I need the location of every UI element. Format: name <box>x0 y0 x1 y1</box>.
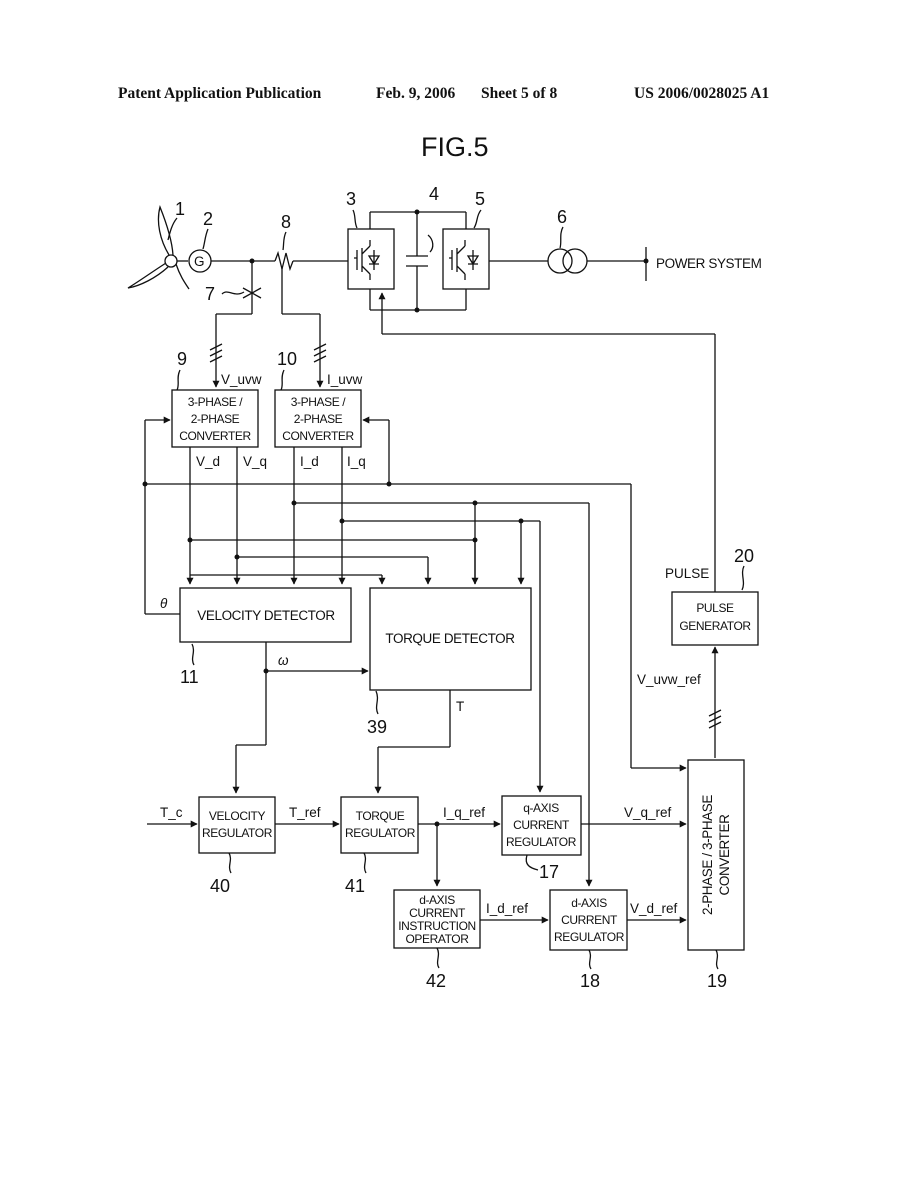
converter-10-line-2: 2-PHASE <box>294 412 343 426</box>
d-instruction-line-4: OPERATOR <box>405 932 469 946</box>
signal-theta: θ <box>160 596 168 611</box>
two-to-three-phase-converter: 2-PHASE / 3-PHASE CONVERTER <box>687 759 745 951</box>
torque-detector: TORQUE DETECTOR <box>369 587 532 691</box>
header-date: Feb. 9, 2006 <box>376 85 455 102</box>
ref-2: 2 <box>203 209 213 229</box>
signal-v-d-ref: V_d_ref <box>630 901 678 916</box>
signal-v-uvw-ref: V_uvw_ref <box>637 672 701 687</box>
converter-10-line-3: CONVERTER <box>282 429 354 443</box>
signal-i-uvw: I_uvw <box>327 372 363 387</box>
signal-v-q: V_q <box>243 454 267 469</box>
signal-t-ref: T_ref <box>289 805 321 820</box>
power-path: G <box>127 204 762 592</box>
current-sensor-icon <box>274 250 294 272</box>
pulse-generator-line-1: PULSE <box>696 601 734 615</box>
figure-title: FIG.5 <box>421 132 489 162</box>
d-axis-line-2: CURRENT <box>561 913 618 927</box>
signal-t: T <box>456 699 464 714</box>
generator-symbol: G <box>194 254 205 269</box>
grid-side-converter <box>442 228 490 290</box>
velocity-detector: VELOCITY DETECTOR <box>179 587 352 643</box>
d-instruction-line-1: d-AXIS <box>419 893 455 907</box>
signal-v-uvw: V_uvw <box>221 372 262 387</box>
ref-20: 20 <box>734 546 754 566</box>
d-axis-line-3: REGULATOR <box>554 930 625 944</box>
ref-11: 11 <box>180 667 199 687</box>
d-instruction-line-3: INSTRUCTION <box>398 919 476 933</box>
signal-v-d: V_d <box>196 454 220 469</box>
d-axis-line-1: d-AXIS <box>571 896 607 910</box>
q-axis-current-regulator: q-AXIS CURRENT REGULATOR <box>501 795 582 856</box>
d-axis-current-instruction-operator: d-AXIS CURRENT INSTRUCTION OPERATOR <box>393 889 481 949</box>
signal-pulse: PULSE <box>665 566 709 581</box>
signal-i-q-ref: I_q_ref <box>443 805 485 820</box>
velocity-regulator-line-1: VELOCITY <box>209 809 266 823</box>
ref-9: 9 <box>177 349 187 369</box>
converter-9: 3-PHASE / 2-PHASE CONVERTER <box>171 389 259 448</box>
torque-regulator: TORQUE REGULATOR <box>340 796 419 854</box>
torque-regulator-line-1: TORQUE <box>356 809 405 823</box>
ref-42: 42 <box>426 971 446 991</box>
pulse-generator: PULSE GENERATOR <box>671 591 759 646</box>
signal-omega: ω <box>278 653 289 668</box>
power-system-label: POWER SYSTEM <box>656 256 762 271</box>
ref-40: 40 <box>210 876 230 896</box>
ref-17: 17 <box>539 862 559 882</box>
signal-i-d: I_d <box>300 454 319 469</box>
ref-7: 7 <box>205 284 215 304</box>
velocity-regulator-line-2: REGULATOR <box>202 826 273 840</box>
converter-9-line-1: 3-PHASE / <box>188 395 243 409</box>
torque-detector-label: TORQUE DETECTOR <box>385 631 515 646</box>
q-axis-line-1: q-AXIS <box>523 801 559 815</box>
ref-19: 19 <box>707 971 727 991</box>
ref-10: 10 <box>277 349 297 369</box>
converter-19-line-1: 2-PHASE / 3-PHASE <box>700 795 715 915</box>
ref-6: 6 <box>557 207 567 227</box>
signal-v-q-ref: V_q_ref <box>624 805 672 820</box>
velocity-regulator: VELOCITY REGULATOR <box>198 796 276 854</box>
converter-19-line-2: CONVERTER <box>717 814 732 896</box>
torque-regulator-line-2: REGULATOR <box>345 826 416 840</box>
page-header: Patent Application Publication Feb. 9, 2… <box>118 85 769 102</box>
ref-5: 5 <box>475 189 485 209</box>
wind-turbine-icon <box>127 204 190 290</box>
header-pub-number: US 2006/0028025 A1 <box>634 85 769 102</box>
signal-i-q: I_q <box>347 454 366 469</box>
ref-41: 41 <box>345 876 365 896</box>
signal-wiring <box>142 416 722 924</box>
ref-39: 39 <box>367 717 387 737</box>
converter-10-line-1: 3-PHASE / <box>291 395 346 409</box>
d-axis-current-regulator: d-AXIS CURRENT REGULATOR <box>549 889 628 951</box>
d-instruction-line-2: CURRENT <box>409 906 466 920</box>
ref-4: 4 <box>429 184 439 204</box>
transformer-icon <box>547 248 573 274</box>
q-axis-line-2: CURRENT <box>513 818 570 832</box>
converter-10: 3-PHASE / 2-PHASE CONVERTER <box>274 389 362 448</box>
voltage-sensor-icon <box>242 287 262 299</box>
pulse-generator-line-2: GENERATOR <box>679 619 751 633</box>
velocity-detector-label: VELOCITY DETECTOR <box>197 608 335 623</box>
header-sheet: Sheet 5 of 8 <box>481 85 557 102</box>
ref-3: 3 <box>346 189 356 209</box>
converter-9-line-2: 2-PHASE <box>191 412 240 426</box>
signal-t-c: T_c <box>160 805 183 820</box>
header-publication-type: Patent Application Publication <box>118 85 322 102</box>
reference-numbers: 1 2 8 3 4 5 6 7 9 10 11 39 20 40 41 17 4… <box>167 184 754 991</box>
converter-9-line-3: CONVERTER <box>179 429 251 443</box>
q-axis-line-3: REGULATOR <box>506 835 577 849</box>
ref-18: 18 <box>580 971 600 991</box>
ref-8: 8 <box>281 212 291 232</box>
signal-i-d-ref: I_d_ref <box>486 901 528 916</box>
ref-1: 1 <box>175 199 185 219</box>
